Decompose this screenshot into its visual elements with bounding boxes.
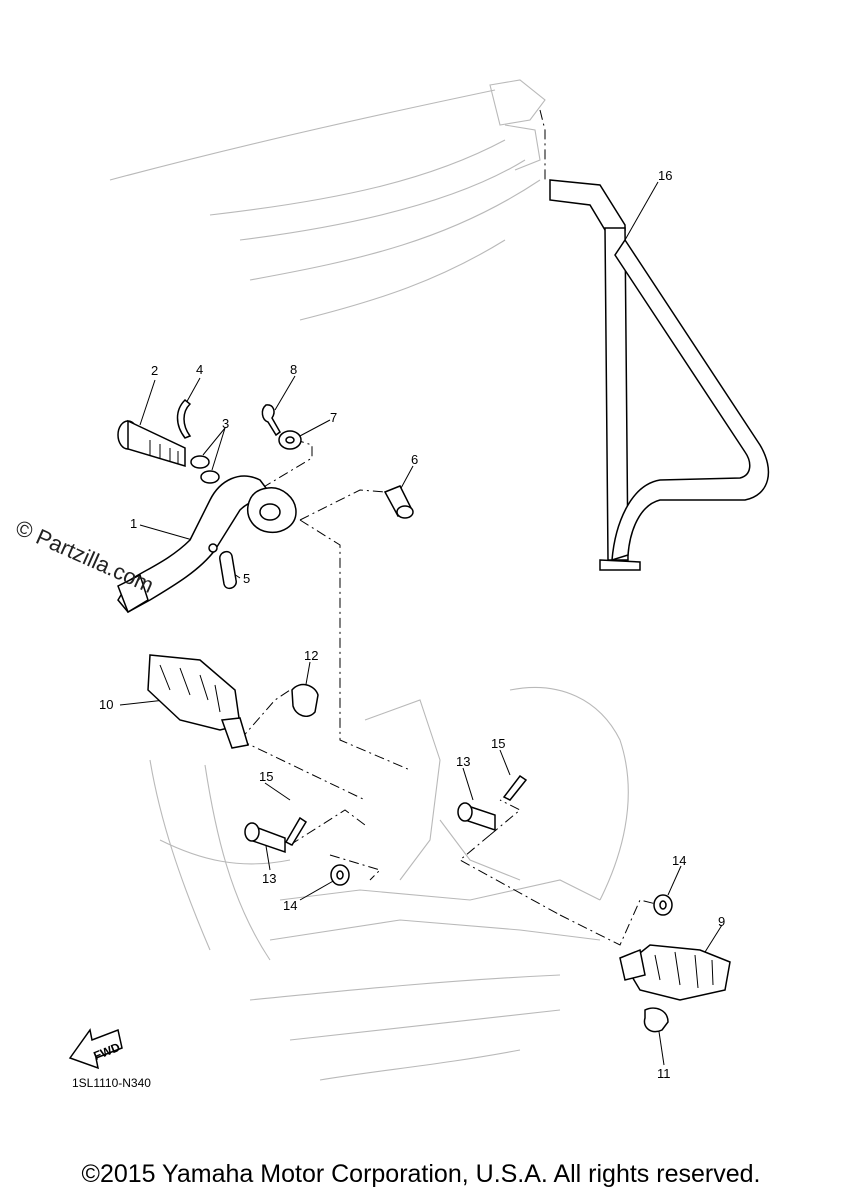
callout-labels: 1 2 3 4 5 6 7 8 9 10 11 12 13 13 14 14 1… [99,168,725,1081]
callout-11: 11 [657,1066,671,1081]
callout-13a: 13 [456,754,470,769]
diagram-code: 1SL1110-N340 [72,1076,151,1090]
callout-6: 6 [411,452,418,467]
callout-15a: 15 [491,736,505,751]
callout-8: 8 [290,362,297,377]
pivot-shaft [117,419,186,468]
callout-3: 3 [222,416,229,431]
callout-14a: 14 [283,898,297,913]
copyright-notice: ©2015 Yamaha Motor Corporation, U.S.A. A… [81,1160,761,1188]
callout-12: 12 [304,648,318,663]
callout-2: 2 [151,363,158,378]
brake-pedal [117,475,297,614]
callout-5: 5 [243,571,250,586]
small-parts [176,398,414,590]
callout-10: 10 [99,697,113,712]
callout-1: 1 [130,516,137,531]
callout-14b: 14 [672,853,686,868]
callout-16: 16 [658,168,672,183]
left-footrest [147,654,249,749]
callout-9: 9 [718,914,725,929]
callout-7: 7 [330,410,337,425]
frame-outline [109,79,629,1081]
leader-lines [119,109,723,1066]
callout-13b: 13 [262,871,276,886]
fasteners [244,683,673,1033]
callout-15b: 15 [259,769,273,784]
callout-4: 4 [196,362,203,377]
right-footrest [619,944,731,1001]
side-stand [549,179,770,571]
fwd-arrow: FWD [68,1028,123,1070]
